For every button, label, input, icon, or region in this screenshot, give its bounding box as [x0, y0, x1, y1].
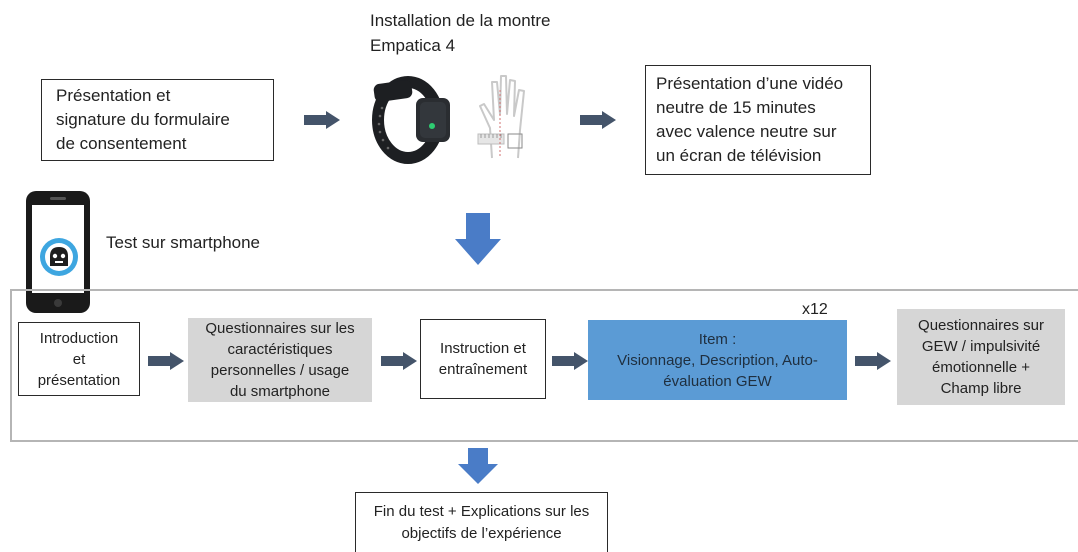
wristband-watch-icon [372, 76, 450, 164]
instruction-box: Instruction et entraînement [420, 319, 546, 399]
arrow-down-2 [458, 448, 498, 484]
arrow-right-2 [580, 111, 616, 129]
watch-installation-title: Installation de la montre Empatica 4 [370, 11, 551, 55]
end-of-test-box: Fin du test + Explications sur les objec… [355, 492, 608, 552]
arrow-right-6 [855, 352, 891, 370]
neutral-video-box: Présentation d’une vidéo neutre de 15 mi… [645, 65, 871, 175]
arrow-down-1 [455, 213, 501, 265]
personal-questionnaire-box: Questionnaires sur les caractéristiques … [188, 318, 372, 402]
consent-box: Présentation et signature du formulaire … [41, 79, 274, 161]
smartphone-test-label: Test sur smartphone [106, 233, 261, 252]
arrow-right-1 [304, 111, 340, 129]
intro-box: Introduction et présentation [18, 322, 140, 396]
arrow-right-4 [381, 352, 417, 370]
gew-questionnaire-box: Questionnaires sur GEW / impulsivité émo… [897, 309, 1065, 405]
arrow-right-3 [148, 352, 184, 370]
hand-measure-icon [477, 75, 525, 159]
smartphone-test-frame [10, 289, 1078, 442]
item-box: Item : Visionnage, Description, Auto- év… [588, 320, 847, 400]
arrow-right-5 [552, 352, 588, 370]
repeat-count-label: x12 [802, 301, 828, 318]
robot-avatar-icon [40, 238, 78, 276]
